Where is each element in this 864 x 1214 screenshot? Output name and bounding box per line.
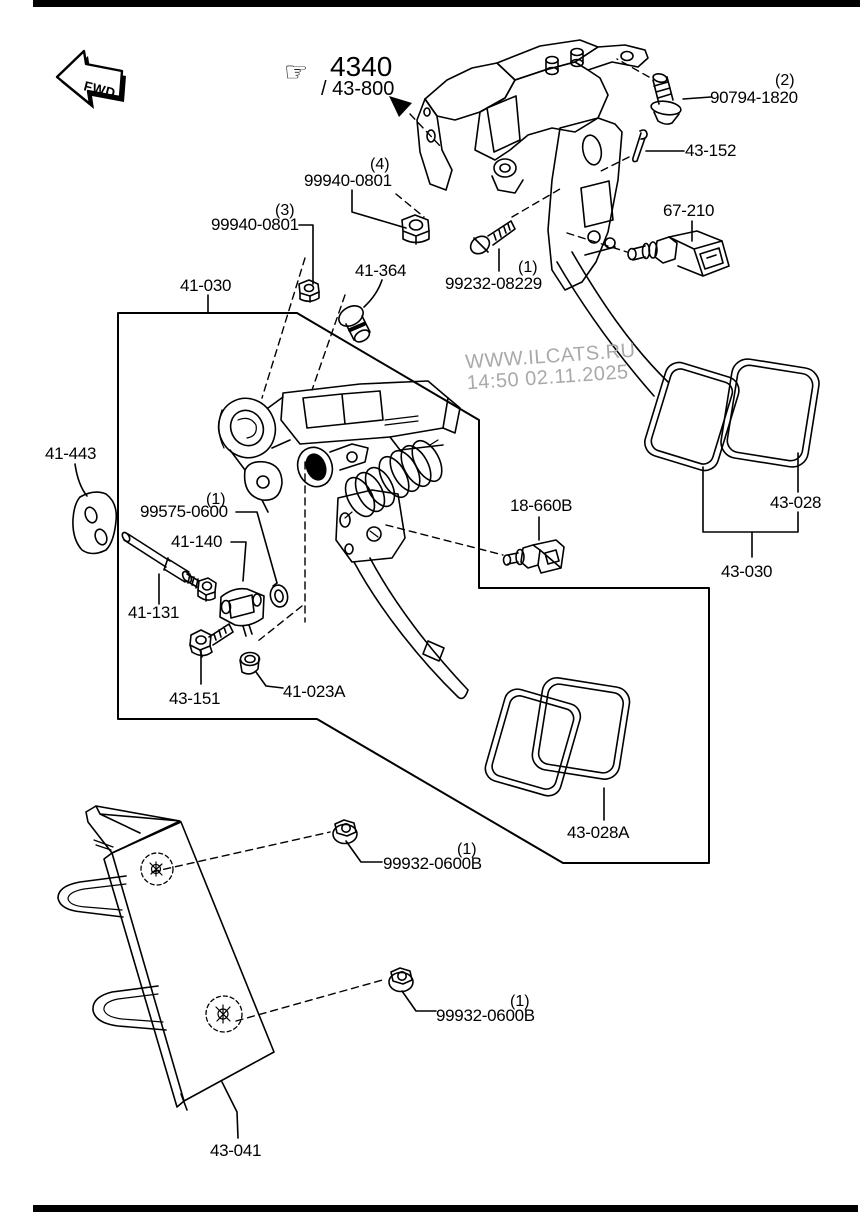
callout-43-028: 43-028 [770, 493, 821, 512]
callout-99940-0801-4: 99940-0801 [304, 171, 392, 190]
callout-43-030: 43-030 [721, 562, 772, 581]
bolt-90794-drawing [650, 73, 682, 125]
gasket-41443-drawing [72, 491, 118, 555]
clip-41364-drawing [338, 305, 371, 343]
switch-18660b-drawing [502, 539, 565, 574]
callout-90794-1820: 90794-1820 [710, 88, 798, 107]
clutch-pedal-assembly-drawing [217, 380, 469, 700]
brake-pedal-pad-right [720, 358, 820, 468]
callout-43-800: / 43-800 [321, 78, 394, 100]
callout-99932-0600b-upper: 99932-0600B [383, 854, 482, 873]
nut-99940-3-drawing [298, 279, 320, 303]
callout-99575-0600: 99575-0600 [140, 502, 228, 521]
brake-pedal-pad-left [644, 361, 740, 472]
rod-41131-drawing [121, 531, 200, 589]
callout-41-443: 41-443 [45, 444, 96, 463]
watermark: WWW.ILCATS.RU 14:50 02.11.2025 [465, 340, 637, 395]
qty-90794: (2) [775, 72, 795, 89]
bolt-43151-drawing [189, 623, 234, 658]
fwd-direction-icon: FWD [55, 49, 126, 109]
callout-41-364: 41-364 [355, 261, 406, 280]
bushing-41023a-drawing [239, 651, 261, 675]
callout-67-210: 67-210 [663, 201, 714, 220]
nut-41131-drawing [197, 577, 217, 602]
pin-43152-drawing [632, 129, 648, 163]
callout-99232-08229: 99232-08229 [445, 274, 542, 293]
nut-99940-4-drawing [401, 214, 430, 245]
footrest-43041-drawing [57, 805, 275, 1111]
clevis-41140-drawing [219, 587, 265, 637]
callout-41-131: 41-131 [128, 603, 179, 622]
nut-99932-upper-drawing [332, 819, 358, 845]
qty-99940-3: (3) [275, 202, 295, 219]
switch-67210-drawing [627, 230, 730, 277]
qty-99232: (1) [518, 259, 538, 276]
callout-18-660b: 18-660B [510, 496, 572, 515]
clutch-pedal-pad-left [484, 688, 582, 797]
callout-arrowhead [389, 96, 412, 117]
assembly-dashed-lines [151, 58, 650, 1022]
assembly-group-box [117, 312, 710, 864]
washer-99575-drawing [269, 582, 289, 608]
callout-41-140: 41-140 [171, 532, 222, 551]
pedal-bracket-drawing [416, 39, 669, 397]
callout-41-030: 41-030 [180, 276, 231, 295]
bolt-99232-drawing [469, 220, 516, 255]
qty-99575: (1) [206, 491, 226, 508]
callout-43-152: 43-152 [685, 141, 736, 160]
clutch-pedal-pad-right [531, 677, 631, 780]
callout-41-023a: 41-023A [283, 682, 346, 701]
qty-99940-4: (4) [370, 156, 390, 173]
callout-43-151: 43-151 [169, 689, 220, 708]
top-divider-bar [33, 0, 860, 7]
qty-99932-lower: (1) [510, 993, 530, 1010]
nut-99932-lower-drawing [388, 967, 414, 993]
pointing-hand-icon: ☞ [284, 57, 308, 87]
qty-99932-upper: (1) [457, 841, 477, 858]
bottom-divider-bar [33, 1205, 858, 1212]
callout-43-041: 43-041 [210, 1141, 261, 1160]
callout-99932-0600b-lower: 99932-0600B [436, 1006, 535, 1025]
callout-4340: 4340 [330, 51, 392, 82]
leader-lines [74, 96, 799, 1139]
callout-99940-0801-3: 99940-0801 [211, 215, 299, 234]
callout-43-028a: 43-028A [567, 823, 630, 842]
